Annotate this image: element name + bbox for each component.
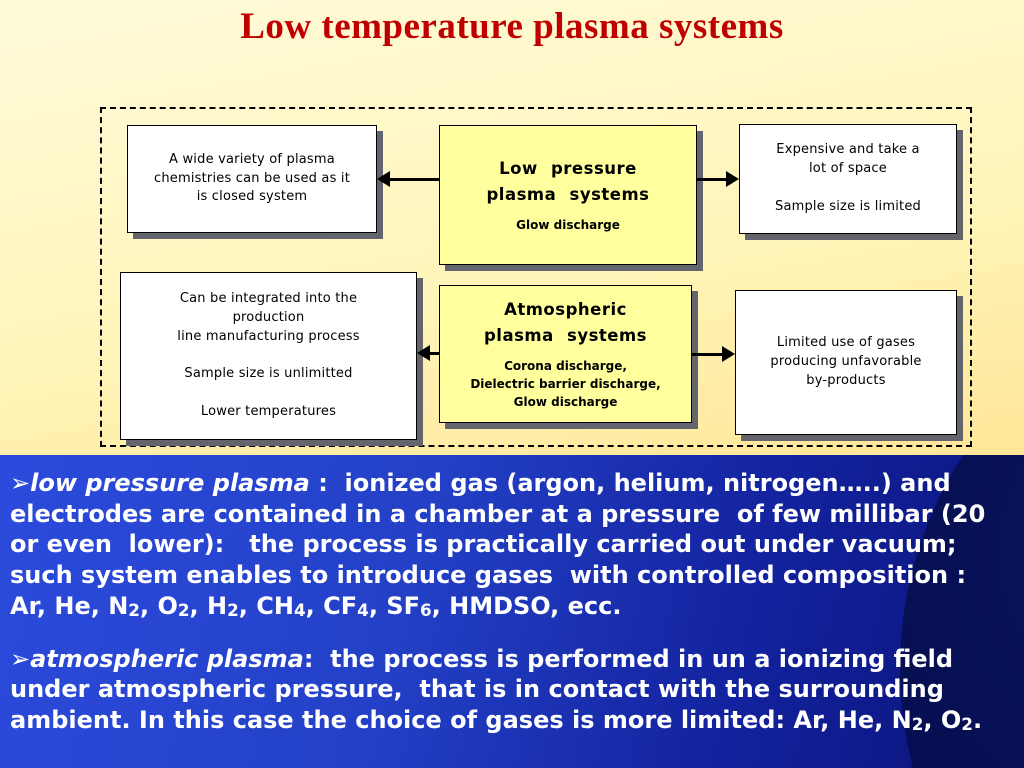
box-low-pressure-subtitle: Glow discharge [516,217,620,232]
box-atmospheric-subtitle: Corona discharge, Dielectric barrier dis… [470,358,661,409]
arrow-shaft [697,177,726,181]
box-plasma-chemistries-text: A wide variety of plasma chemistries can… [153,151,351,205]
arrowhead-right-icon [726,171,739,187]
arrow-low-pressure-left-icon [377,171,439,187]
box-atmospheric-title: Atmospheric plasma systems [484,300,647,345]
arrow-shaft [390,177,439,181]
box-atmospheric-systems: Atmospheric plasma systems Corona discha… [439,285,692,423]
box-integration-benefits: Can be integrated into the production li… [120,272,417,440]
arrowhead-left-icon [377,171,390,187]
diagram-frame: A wide variety of plasma chemistries can… [100,107,972,447]
box-integration-benefits-text: Can be integrated into the production li… [177,291,360,420]
box-limited-gases: Limited use of gases producing unfavorab… [735,290,957,435]
arrow-atmospheric-right-icon [692,346,735,362]
box-low-pressure-systems: Low pressure plasma systems Glow dischar… [439,125,697,265]
arrow-shaft [692,352,722,356]
note-low-pressure: ➢low pressure plasma : ionized gas (argo… [10,469,994,620]
arrowhead-left-icon [417,345,430,361]
box-low-pressure-title: Low pressure plasma systems [486,159,650,204]
notes-panel: ➢low pressure plasma : ionized gas (argo… [0,455,1024,768]
note-atmospheric: ➢atmospheric plasma: the process is perf… [10,644,983,735]
arrow-shaft [430,351,439,355]
slide-title: Low temperature plasma systems [240,6,784,47]
box-limited-gases-text: Limited use of gases producing unfavorab… [770,335,922,388]
arrowhead-right-icon [722,346,735,362]
box-expensive-space-text: Expensive and take a lot of space Sample… [775,142,921,214]
arrow-atmospheric-left-icon [417,345,439,361]
box-plasma-chemistries: A wide variety of plasma chemistries can… [127,125,377,233]
box-expensive-space: Expensive and take a lot of space Sample… [739,124,957,234]
arrow-low-pressure-right-icon [697,171,739,187]
